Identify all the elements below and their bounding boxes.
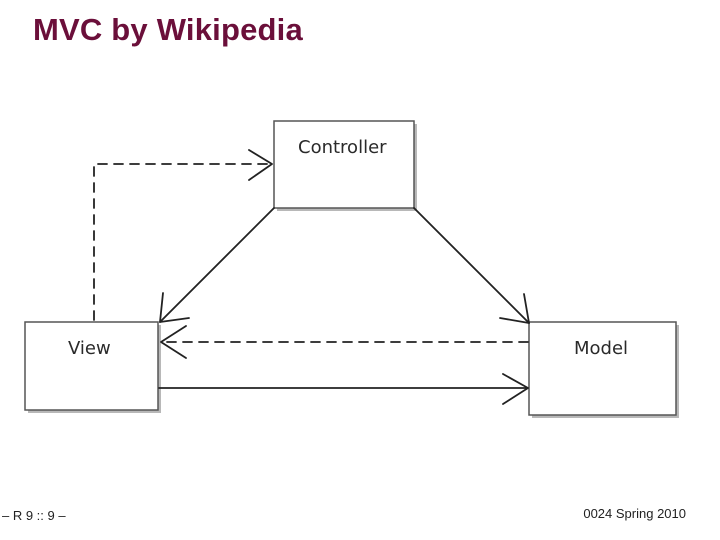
course-label: 0024 Spring 2010	[583, 506, 686, 521]
model-box: Model	[528, 321, 677, 416]
controller-box: Controller	[273, 120, 415, 209]
model-to-view-arrowhead	[160, 325, 187, 359]
model-label: Model	[574, 338, 628, 359]
view-to-controller-dashed-line	[93, 163, 271, 321]
slide-number: – R 9 :: 9 –	[2, 508, 66, 523]
slide-title: MVC by Wikipedia	[33, 12, 303, 47]
controller-label: Controller	[298, 137, 387, 158]
controller-to-view-line	[159, 207, 275, 323]
view-to-controller-arrowhead	[248, 149, 273, 181]
view-box: View	[24, 321, 159, 411]
view-to-model-arrowhead	[502, 373, 529, 405]
controller-to-model-arrowhead	[499, 293, 530, 324]
controller-to-model-line	[413, 207, 530, 324]
controller-to-view-arrowhead	[159, 292, 190, 323]
view-label: View	[68, 338, 111, 359]
